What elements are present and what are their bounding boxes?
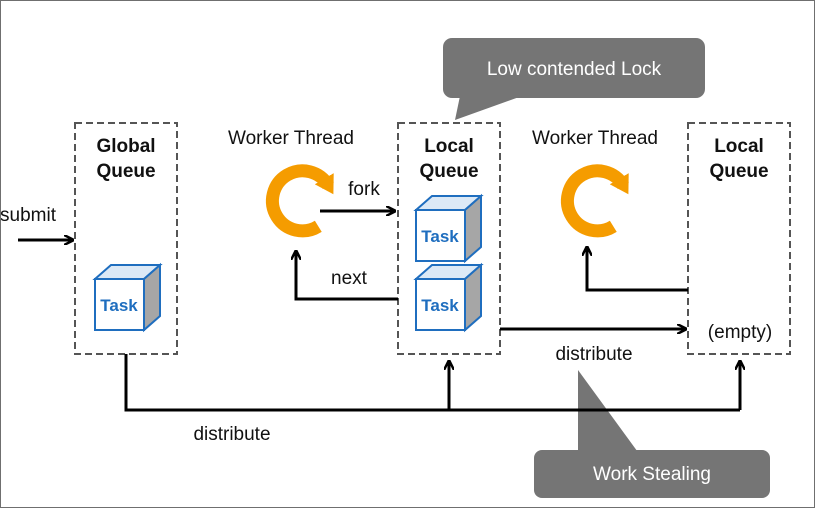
distribute-bottom-arrows: distribute bbox=[124, 354, 740, 445]
local-queue-1: Local Queue bbox=[397, 122, 501, 355]
distribute-right-arrow: distribute bbox=[500, 329, 685, 365]
local-queue-1-title-line1: Local bbox=[424, 136, 474, 157]
worker-thread-2-label: Worker Thread bbox=[532, 128, 658, 149]
submit-arrow: submit bbox=[0, 205, 72, 240]
local-queue-2-title-line1: Local bbox=[714, 136, 764, 157]
fork-label: fork bbox=[348, 179, 380, 200]
callout-lock-text: Low contended Lock bbox=[487, 59, 662, 80]
task-cube-global: Task bbox=[92, 262, 163, 333]
task-cube-local-1: Task bbox=[413, 193, 484, 264]
worker-thread-1: Worker Thread bbox=[228, 128, 354, 238]
loop-arrow-icon bbox=[265, 164, 334, 238]
local-queue-2: Local Queue (empty) bbox=[687, 122, 791, 355]
callout-work-stealing: Work Stealing bbox=[534, 370, 770, 498]
distribute-bottom-label: distribute bbox=[193, 424, 270, 445]
next-arrow: next bbox=[296, 252, 398, 301]
empty-label: (empty) bbox=[708, 322, 772, 343]
local-queue-2-title-line2: Queue bbox=[709, 161, 768, 182]
global-queue-title-line2: Queue bbox=[96, 161, 155, 182]
task-label-global: Task bbox=[100, 296, 138, 315]
local-queue-1-title-line2: Queue bbox=[419, 161, 478, 182]
global-queue-title-line1: Global bbox=[96, 136, 155, 157]
task-label-local-2: Task bbox=[421, 296, 459, 315]
loop-arrow-icon bbox=[560, 164, 629, 238]
callout-stealing-text: Work Stealing bbox=[593, 464, 711, 485]
submit-label: submit bbox=[0, 205, 57, 226]
steal-next-arrow bbox=[587, 248, 688, 292]
task-cube-local-2: Task bbox=[413, 262, 484, 333]
next-label: next bbox=[331, 268, 368, 289]
distribute-right-label: distribute bbox=[555, 344, 632, 365]
fork-arrow: fork bbox=[320, 179, 394, 211]
worker-thread-1-label: Worker Thread bbox=[228, 128, 354, 149]
global-queue: Global Queue bbox=[74, 122, 178, 355]
task-label-local-1: Task bbox=[421, 227, 459, 246]
worker-thread-2: Worker Thread bbox=[532, 128, 658, 238]
callout-low-contended-lock: Low contended Lock bbox=[443, 38, 705, 120]
